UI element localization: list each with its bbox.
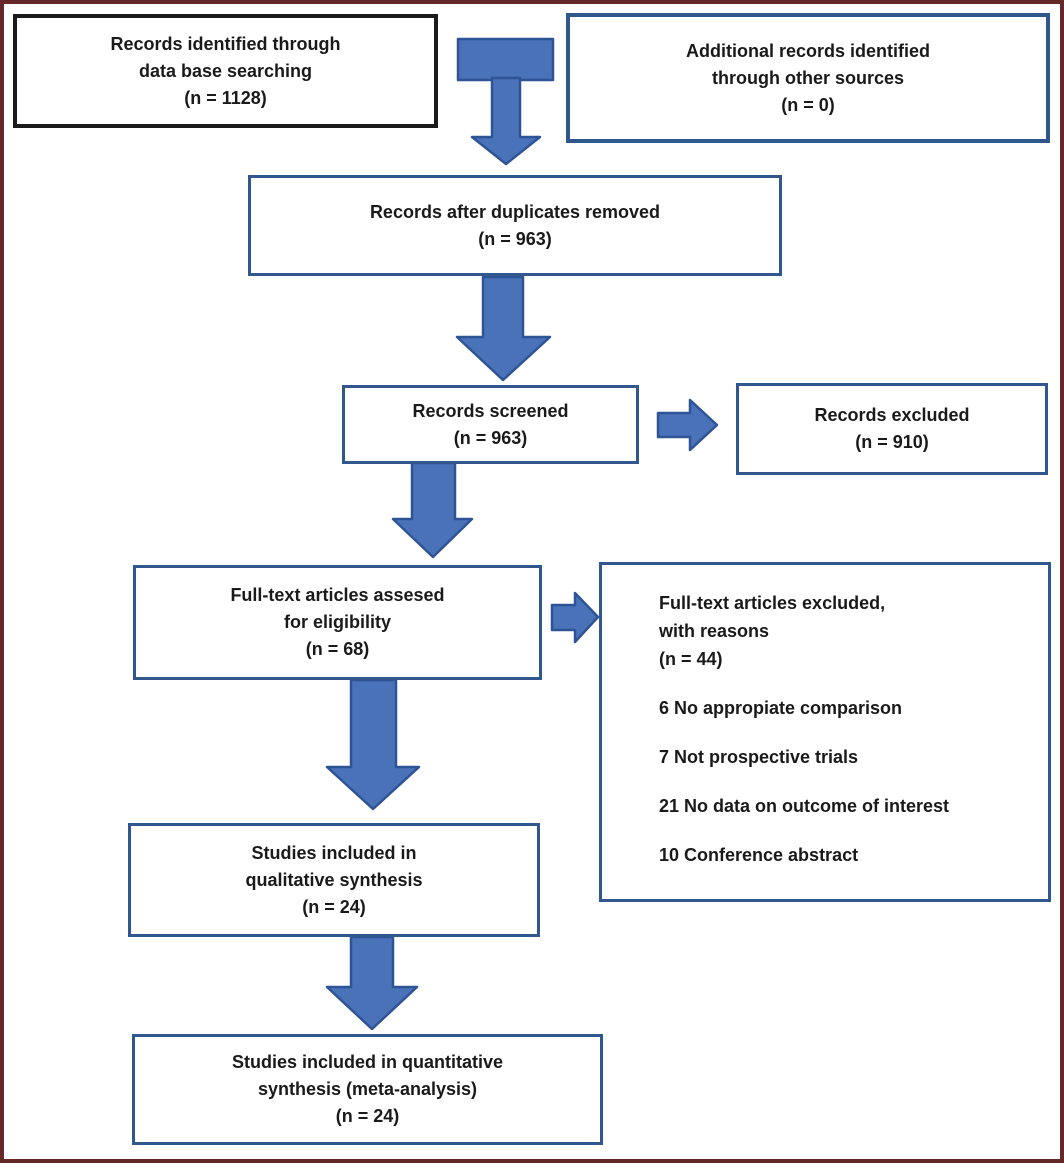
text-line: (n = 0) (781, 94, 835, 115)
box-quantitative-synthesis: Studies included in quantitative synthes… (132, 1034, 603, 1145)
text-line: qualitative synthesis (245, 869, 423, 890)
text-line: Additional records identified (685, 40, 931, 61)
text-line: Records excluded (814, 405, 970, 425)
text-line: through other sources (711, 67, 904, 88)
text-line: (n = 24) (302, 896, 366, 917)
text-line: (n = 68) (305, 639, 370, 659)
box-duplicates-removed: Records after duplicates removed (n = 96… (248, 175, 782, 276)
box-fulltext-assessed: Full-text articles assesed for eligibili… (133, 565, 542, 680)
text-line: (n = 1128) (184, 87, 267, 108)
text-line: Full-text articles assesed (230, 585, 445, 605)
text-line: data base searching (138, 60, 313, 81)
box-records-identified: Records identified through data base sea… (13, 14, 438, 128)
text-line: Full-text articles excluded, (659, 593, 886, 613)
box-qualitative-synthesis: Studies included in qualitative synthesi… (128, 823, 540, 937)
text-line: Records after duplicates removed (369, 201, 661, 222)
text-line: (n = 910) (855, 432, 929, 452)
arrow-duplicates-to-screened (455, 275, 552, 382)
exclusion-reason: 7 Not prospective trials (659, 747, 859, 767)
text-line: for eligibility (283, 612, 391, 632)
text-line: synthesis (meta-analysis) (257, 1079, 478, 1099)
down-arrow-icon (470, 76, 542, 166)
text-line: (n = 24) (335, 1106, 400, 1126)
text-line: Records screened (412, 400, 569, 421)
exclusion-reason: 6 No appropiate comparison (659, 698, 903, 718)
box-additional-records: Additional records identified through ot… (566, 13, 1050, 143)
text-line: Studies included in quantitative (231, 1052, 504, 1072)
text-line: (n = 44) (659, 649, 723, 669)
exclusion-reason: 21 No data on outcome of interest (659, 796, 950, 816)
box-records-screened: Records screened (n = 963) (342, 385, 639, 464)
text-line: Records identified through (110, 33, 341, 54)
text-line: with reasons (659, 621, 770, 641)
text-line: (n = 963) (453, 427, 528, 448)
text-line: Studies included in (251, 842, 417, 863)
arrow-screened-to-fulltext (391, 461, 474, 559)
text-line: (n = 963) (478, 228, 552, 249)
box-records-excluded: Records excluded (n = 910) (736, 383, 1048, 475)
exclusion-reason: 10 Conference abstract (659, 845, 859, 865)
connector-bar (456, 37, 555, 82)
box-fulltext-excluded-reasons: Full-text articles excluded, with reason… (599, 562, 1051, 902)
arrow-screened-to-excluded (656, 398, 719, 452)
arrow-qualitative-to-quantitative (325, 935, 419, 1031)
arrow-identification-to-duplicates (456, 37, 555, 166)
arrow-fulltext-to-qualitative (325, 678, 421, 811)
arrow-fulltext-to-excluded-reasons (550, 591, 600, 644)
